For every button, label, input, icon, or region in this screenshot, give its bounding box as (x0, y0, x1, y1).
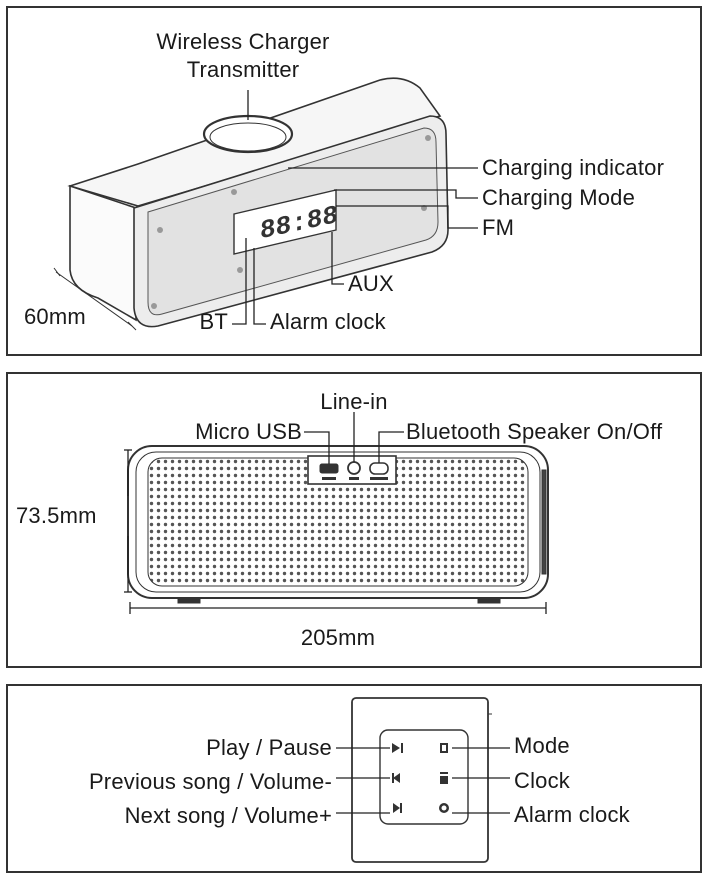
previous-song-icon (392, 773, 400, 783)
clock-label: Clock (514, 768, 571, 793)
fm-label: FM (482, 215, 515, 240)
play-pause-icon (392, 743, 403, 753)
mode-icon (440, 743, 448, 753)
top-view-panel: Play / Pause Previous song / Volume- Nex… (6, 684, 702, 873)
wireless-charger-label-line1: Wireless Charger (156, 29, 330, 54)
charging-mode-label: Charging Mode (482, 185, 636, 210)
width-dimension-label: 205mm (300, 625, 376, 650)
back-view-panel: Line-in Micro USB Bluetooth Speaker On/O… (6, 372, 702, 668)
bluetooth-switch-label: Bluetooth Speaker On/Off (406, 419, 663, 444)
aux-label: AUX (348, 271, 394, 296)
alarm-clock-top-label: Alarm clock (514, 802, 630, 827)
depth-dimension-label: 60mm (24, 304, 86, 329)
micro-usb-label: Micro USB (195, 419, 302, 444)
alarm-clock-icon (439, 803, 449, 813)
lcd-display (233, 189, 337, 255)
back-view-drawing (124, 412, 549, 614)
mode-label: Mode (514, 733, 570, 758)
charging-indicator-label: Charging indicator (482, 155, 665, 180)
front-view-panel: 88:88 Wireless Charger Transmitter Charg… (6, 6, 702, 356)
speaker-top-body (351, 697, 489, 863)
bt-label: BT (199, 309, 228, 334)
alarm-clock-label: Alarm clock (270, 309, 386, 334)
button-area (379, 729, 469, 825)
next-volume-label: Next song / Volume+ (124, 803, 332, 828)
wireless-charger-label-line2: Transmitter (186, 57, 300, 82)
height-dimension-label: 73.5mm (16, 503, 97, 528)
micro-usb-port (319, 463, 339, 474)
previous-volume-label: Previous song / Volume- (88, 769, 332, 794)
wireless-pad (202, 114, 294, 154)
line-in-label: Line-in (320, 389, 388, 414)
speaker-side-face (69, 184, 137, 322)
clock-icon (440, 772, 448, 784)
front-view-drawing: 88:88 (53, 77, 478, 331)
play-pause-label: Play / Pause (206, 735, 332, 760)
speaker-back-body (127, 445, 549, 599)
next-song-icon (393, 803, 402, 813)
top-view-drawing (336, 697, 510, 863)
